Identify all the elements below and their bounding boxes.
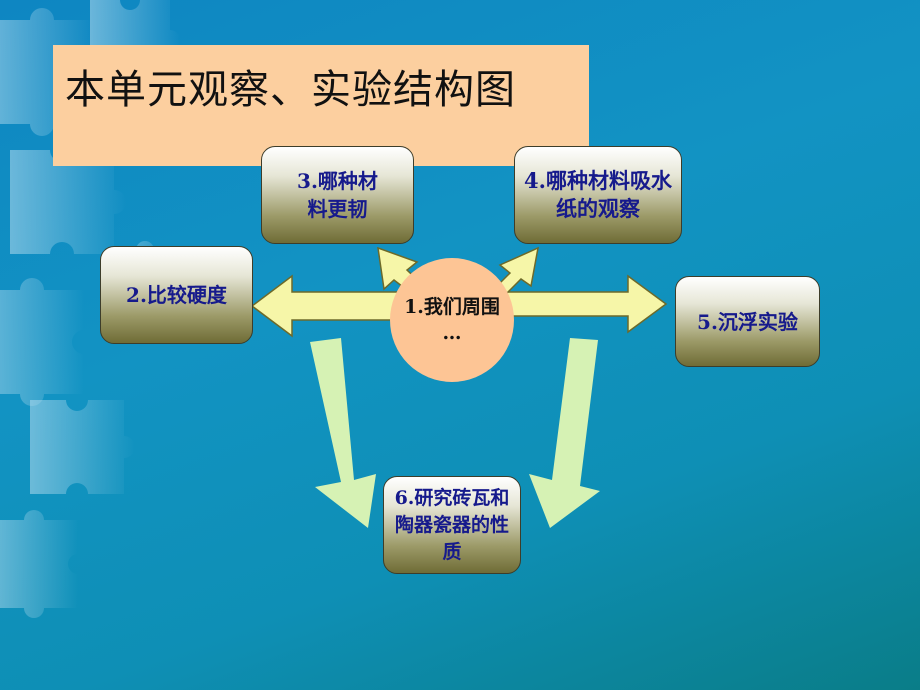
center-line-2: … [442, 322, 462, 344]
arrow-down-left [310, 338, 376, 528]
node-2-hardness: 2.比较硬度 [100, 246, 253, 344]
arrow-down-right [529, 338, 600, 528]
center-node-1: 1.我们周围 … [390, 258, 514, 382]
node-3-toughness: 3.哪种材 料更韧 [261, 146, 414, 244]
node-2-label: 2.比较硬度 [126, 283, 227, 307]
page-title: 本单元观察、实验结构图 [65, 67, 516, 113]
node-4-absorbency: 4.哪种材料吸水 纸的观察 [514, 146, 682, 244]
node-6-line-2: 陶器瓷器的性 [394, 513, 509, 536]
node-3-line-2: 料更韧 [307, 197, 368, 221]
center-line-1: 1.我们周围 [404, 296, 500, 318]
node-5-label: 5.沉浮实验 [697, 309, 798, 334]
title-box: 本单元观察、实验结构图 [53, 45, 589, 166]
node-3-line-1: 3.哪种材 [297, 169, 378, 193]
node-4-line-2: 纸的观察 [556, 196, 640, 221]
node-6-ceramics: 6.研究砖瓦和 陶器瓷器的性 质 [383, 476, 521, 574]
node-5-float-sink: 5.沉浮实验 [675, 276, 820, 367]
node-6-line-3: 质 [442, 540, 462, 563]
node-4-line-1: 4.哪种材料吸水 [524, 168, 672, 193]
node-6-line-1: 6.研究砖瓦和 [394, 486, 510, 509]
